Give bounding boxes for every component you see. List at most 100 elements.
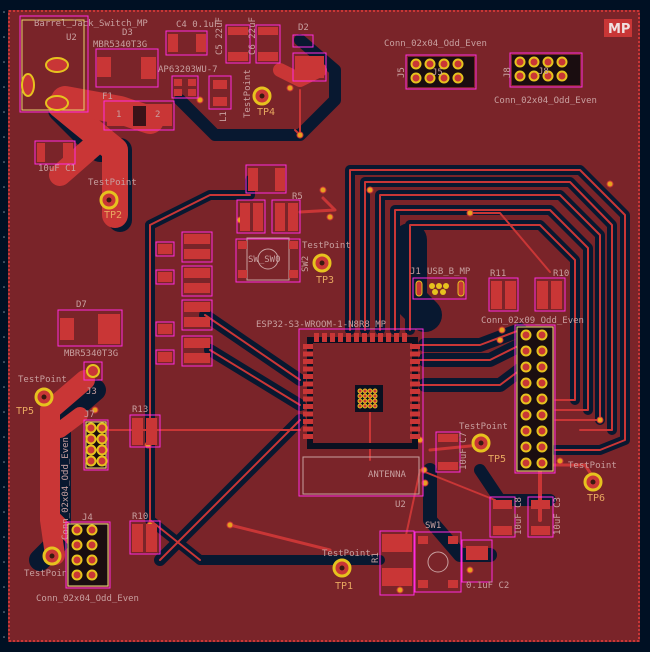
grid-dot [3,611,5,613]
tp5-right[interactable]: TestPoint TP5 [459,422,508,465]
header-pin [86,554,98,566]
header-pin [96,455,108,467]
grid-dot [3,211,5,213]
header-pin [536,377,548,389]
header-pin [424,72,436,84]
c8-label: 10uF C8 [514,497,524,535]
d3-value-label: MBR5340T3G [93,40,147,50]
f1-footprint: F1 1 2 [102,92,175,131]
conn-2x9-header: Conn_02x09_Odd_Even [481,316,584,474]
r5-label: R5 [292,192,303,202]
header-pin [85,422,97,434]
j8-ref-inner: J8 [538,67,549,77]
esp-pad [322,333,327,342]
grid-dot [3,586,5,588]
header-pin [362,403,368,409]
d3-label: D3 [122,28,133,38]
esp-pad [362,333,367,342]
via [466,566,474,574]
j4-value: Conn_02x04_Odd_Even [36,594,139,604]
header-pin [362,393,368,399]
header-pin [71,539,83,551]
d2-label: D2 [298,23,309,33]
header-pin [536,441,548,453]
esp-pad [303,396,313,402]
header-pin [96,433,108,445]
l1-label: L1 [219,111,229,122]
header-pin [520,441,532,453]
small-part-pad [158,352,172,362]
sw0-button[interactable]: SW_SW0 SW2 [235,237,311,283]
header-pin [367,398,373,404]
grid-dot [3,186,5,188]
header-pin [452,72,464,84]
header-pin [372,393,378,399]
small-part-outline [155,241,175,257]
esp-pad [410,359,420,364]
c5-c6-footprint: C5 22uF C6 22uF D2 [215,17,327,82]
header-pin [85,455,97,467]
tp5-left[interactable]: TestPoint TP5 [16,375,67,417]
header-pin [536,457,548,469]
grid-dot [3,161,5,163]
tp4[interactable]: TestPoint TP4 [243,69,275,118]
mp-badge-text: MP [608,22,630,37]
tp3-value: TestPoint [302,241,351,251]
tp6[interactable]: TestPoint TP6 [568,461,617,504]
f1-pin1-label: 1 [116,110,121,120]
header-pin [536,345,548,357]
u2-label: U2 [395,500,406,510]
esp-pad [303,359,313,364]
tp3[interactable]: TestPoint TP3 [302,241,351,286]
esp-pad [314,333,319,342]
grid-dot [3,36,5,38]
header-pin [520,409,532,421]
j8-connector: J8 J8 Conn_02x04_Odd_Even [494,52,597,106]
grid-dot [3,111,5,113]
esp-pad [402,333,407,342]
via [420,466,428,474]
sw1-label[interactable]: SW1 [425,521,441,531]
esp-pad [410,426,420,432]
esp-pad [303,426,313,432]
esp-pad [410,344,420,349]
grid-dot [3,386,5,388]
header-pin [86,539,98,551]
tp2[interactable]: TestPoint TP2 [88,178,137,221]
header-pin [528,56,540,68]
resistor-outline [181,335,213,367]
header-pin [424,58,436,70]
esp-pad [410,389,420,394]
header-pin [410,58,422,70]
header-pin [520,457,532,469]
regulator-label: AP63203WU-7 [158,65,218,75]
esp-pad [303,404,313,409]
tp-bottom-left[interactable]: TestPoint [24,546,73,579]
grid-dot [3,136,5,138]
esp-pad [303,411,313,417]
header-pin [357,388,363,394]
c5-label: C5 22uF [215,17,225,55]
esp-pad [410,366,420,372]
resistor-column [155,231,213,367]
esp-pad [370,333,375,342]
header-pin [536,361,548,373]
c4-footprint: C4 0.1uF [165,20,219,56]
header-pin [536,425,548,437]
tp6-label: TP6 [587,493,605,504]
esp-pad [303,374,313,379]
j7-connector: J7 Conn_02x04_Odd_Even [61,410,109,540]
grid-dot [3,411,5,413]
header-pin [372,403,378,409]
tp1[interactable]: TestPoint TP1 [322,549,371,592]
small-part-outline [155,269,175,285]
small-part-pad [158,272,172,282]
via [496,336,504,344]
header-pin [528,70,540,82]
header-pin [86,524,98,536]
esp-pad [354,333,359,342]
c6-label: C6 22uF [248,17,258,55]
grid-dot [3,561,5,563]
c4-label: C4 0.1uF [176,20,219,30]
